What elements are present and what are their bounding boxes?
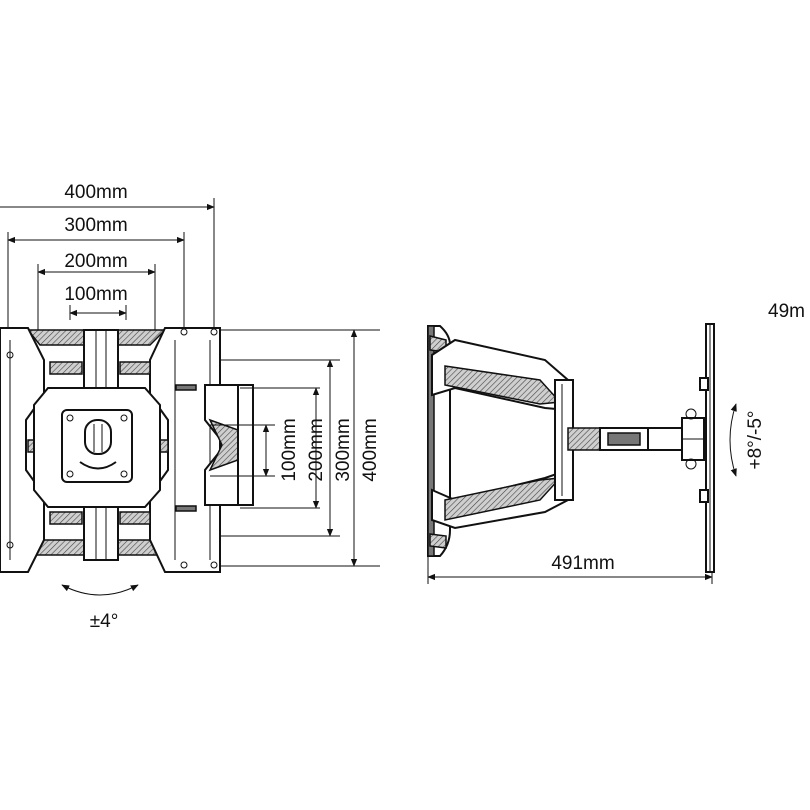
vertical-dimension-lines	[210, 329, 380, 567]
rotation-tilt-label: ±4°	[90, 611, 119, 632]
dim-100mm-horizontal: 100mm	[64, 284, 127, 305]
dim-491mm: 491mm	[551, 553, 614, 574]
dim-200mm-vertical: 200mm	[306, 418, 327, 481]
dim-400mm-horizontal: 400mm	[64, 182, 127, 203]
front-mount-body	[0, 327, 254, 573]
front-view: 400mm 300mm 200mm 100mm	[0, 182, 381, 632]
dim-300mm-vertical: 300mm	[333, 418, 354, 481]
tilt-arrow-icon	[729, 403, 737, 477]
dim-200mm-horizontal: 200mm	[64, 251, 127, 272]
tilt-angle-label: +8°/-5°	[745, 410, 766, 469]
dim-cut-off-label: 49m	[768, 301, 805, 322]
dim-100mm-vertical: 100mm	[279, 418, 300, 481]
horizontal-dimension-lines	[0, 198, 215, 340]
dim-300mm-horizontal: 300mm	[64, 215, 127, 236]
dim-400mm-vertical: 400mm	[360, 418, 381, 481]
rotation-arrow-icon	[61, 584, 139, 596]
side-view: 491mm +8°/-5° 49m	[427, 301, 805, 584]
